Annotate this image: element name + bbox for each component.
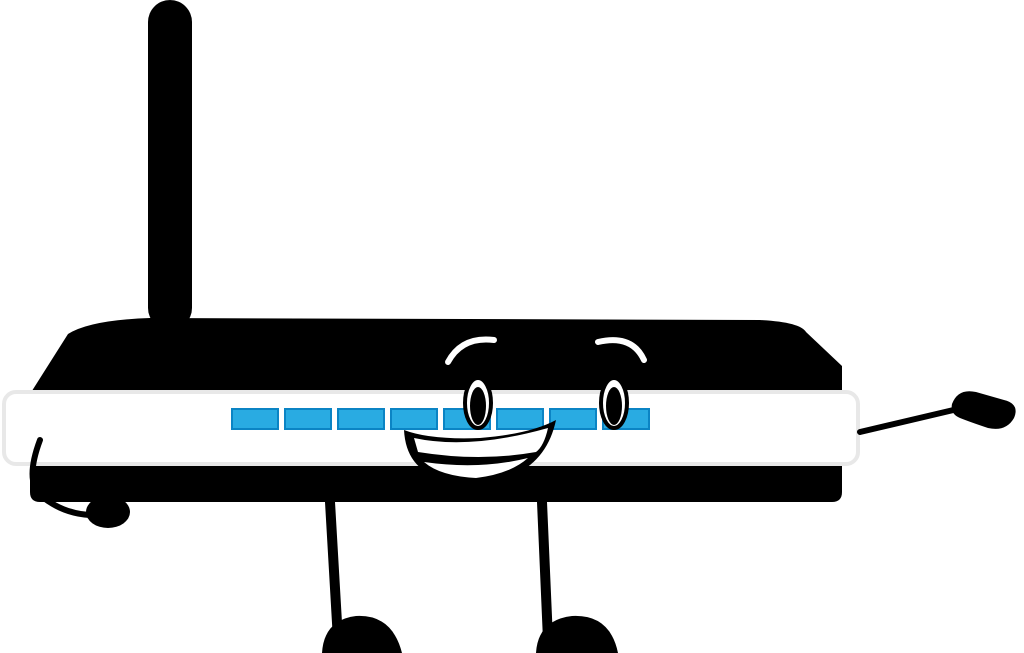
- left-foot: [322, 615, 402, 653]
- right-eye-icon: [599, 376, 629, 430]
- smile-icon: [404, 420, 556, 484]
- status-light-icon: [231, 408, 279, 430]
- right-arm: [857, 405, 965, 435]
- status-light-icon: [390, 408, 438, 430]
- status-light-icon: [284, 408, 332, 430]
- upper-teeth: [414, 428, 548, 457]
- right-foot: [536, 615, 618, 653]
- status-light-icon: [549, 408, 597, 430]
- left-leg: [325, 497, 343, 645]
- right-hand: [951, 391, 1016, 429]
- lower-teeth: [424, 458, 528, 478]
- left-eyebrow: [445, 336, 497, 365]
- right-eyebrow: [595, 337, 647, 363]
- right-leg: [537, 497, 553, 645]
- status-light-icon: [496, 408, 544, 430]
- left-eye-icon: [463, 376, 493, 430]
- left-hand: [86, 496, 130, 528]
- antenna-icon: [148, 0, 192, 330]
- status-light-icon: [337, 408, 385, 430]
